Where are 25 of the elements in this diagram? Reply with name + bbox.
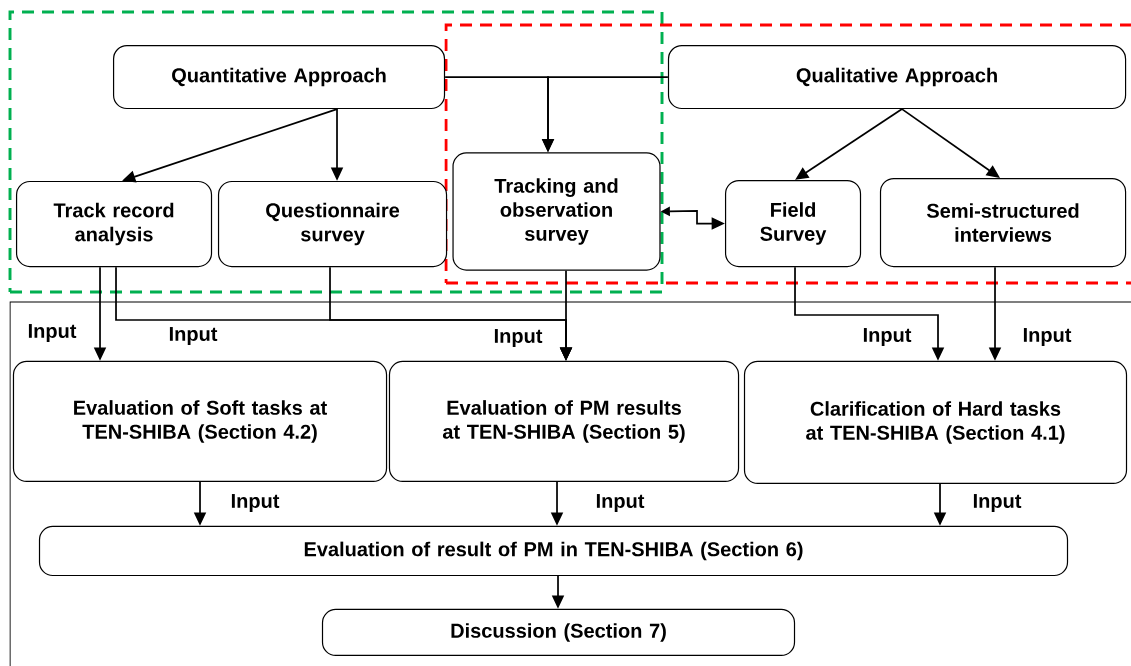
frame-box [9, 301, 1131, 666]
process-box: Discussion (Section 7) [321, 608, 796, 657]
process-box: Track record analysis [15, 180, 213, 268]
process-box: Field Survey [724, 179, 862, 268]
process-box: Evaluation of result of PM in TEN-SHIBA (Section 6) [38, 525, 1069, 577]
process-box: Qualitative Approach [667, 44, 1127, 110]
edge-label: Input [229, 492, 281, 514]
arrow [795, 108, 903, 180]
process-box: Quantitative Approach [113, 44, 446, 110]
process-box: Evaluation of Soft tasks at TEN-SHIBA (Section 4.2) [12, 360, 388, 483]
edge-label: Input [594, 492, 646, 514]
process-box: Clarification of Hard tasks at TEN-SHIBA (Section 4.1) [743, 360, 1128, 485]
arrow [901, 108, 1000, 178]
process-box: Tracking and observation survey [452, 152, 661, 271]
container-region [444, 23, 1131, 285]
container-region [8, 10, 664, 294]
edge-label: Input [861, 326, 913, 348]
process-box: Evaluation of PM results at TEN-SHIBA (Section 5) [388, 360, 740, 483]
edge-label: Input [1021, 326, 1073, 348]
edge-label: Input [167, 325, 219, 347]
process-box: Semi-structured interviews [879, 177, 1127, 268]
edge-label: Input [971, 492, 1023, 514]
edge-label: Input [26, 322, 78, 344]
process-box: Questionnaire survey [217, 180, 448, 268]
edge-label: Input [492, 327, 544, 349]
